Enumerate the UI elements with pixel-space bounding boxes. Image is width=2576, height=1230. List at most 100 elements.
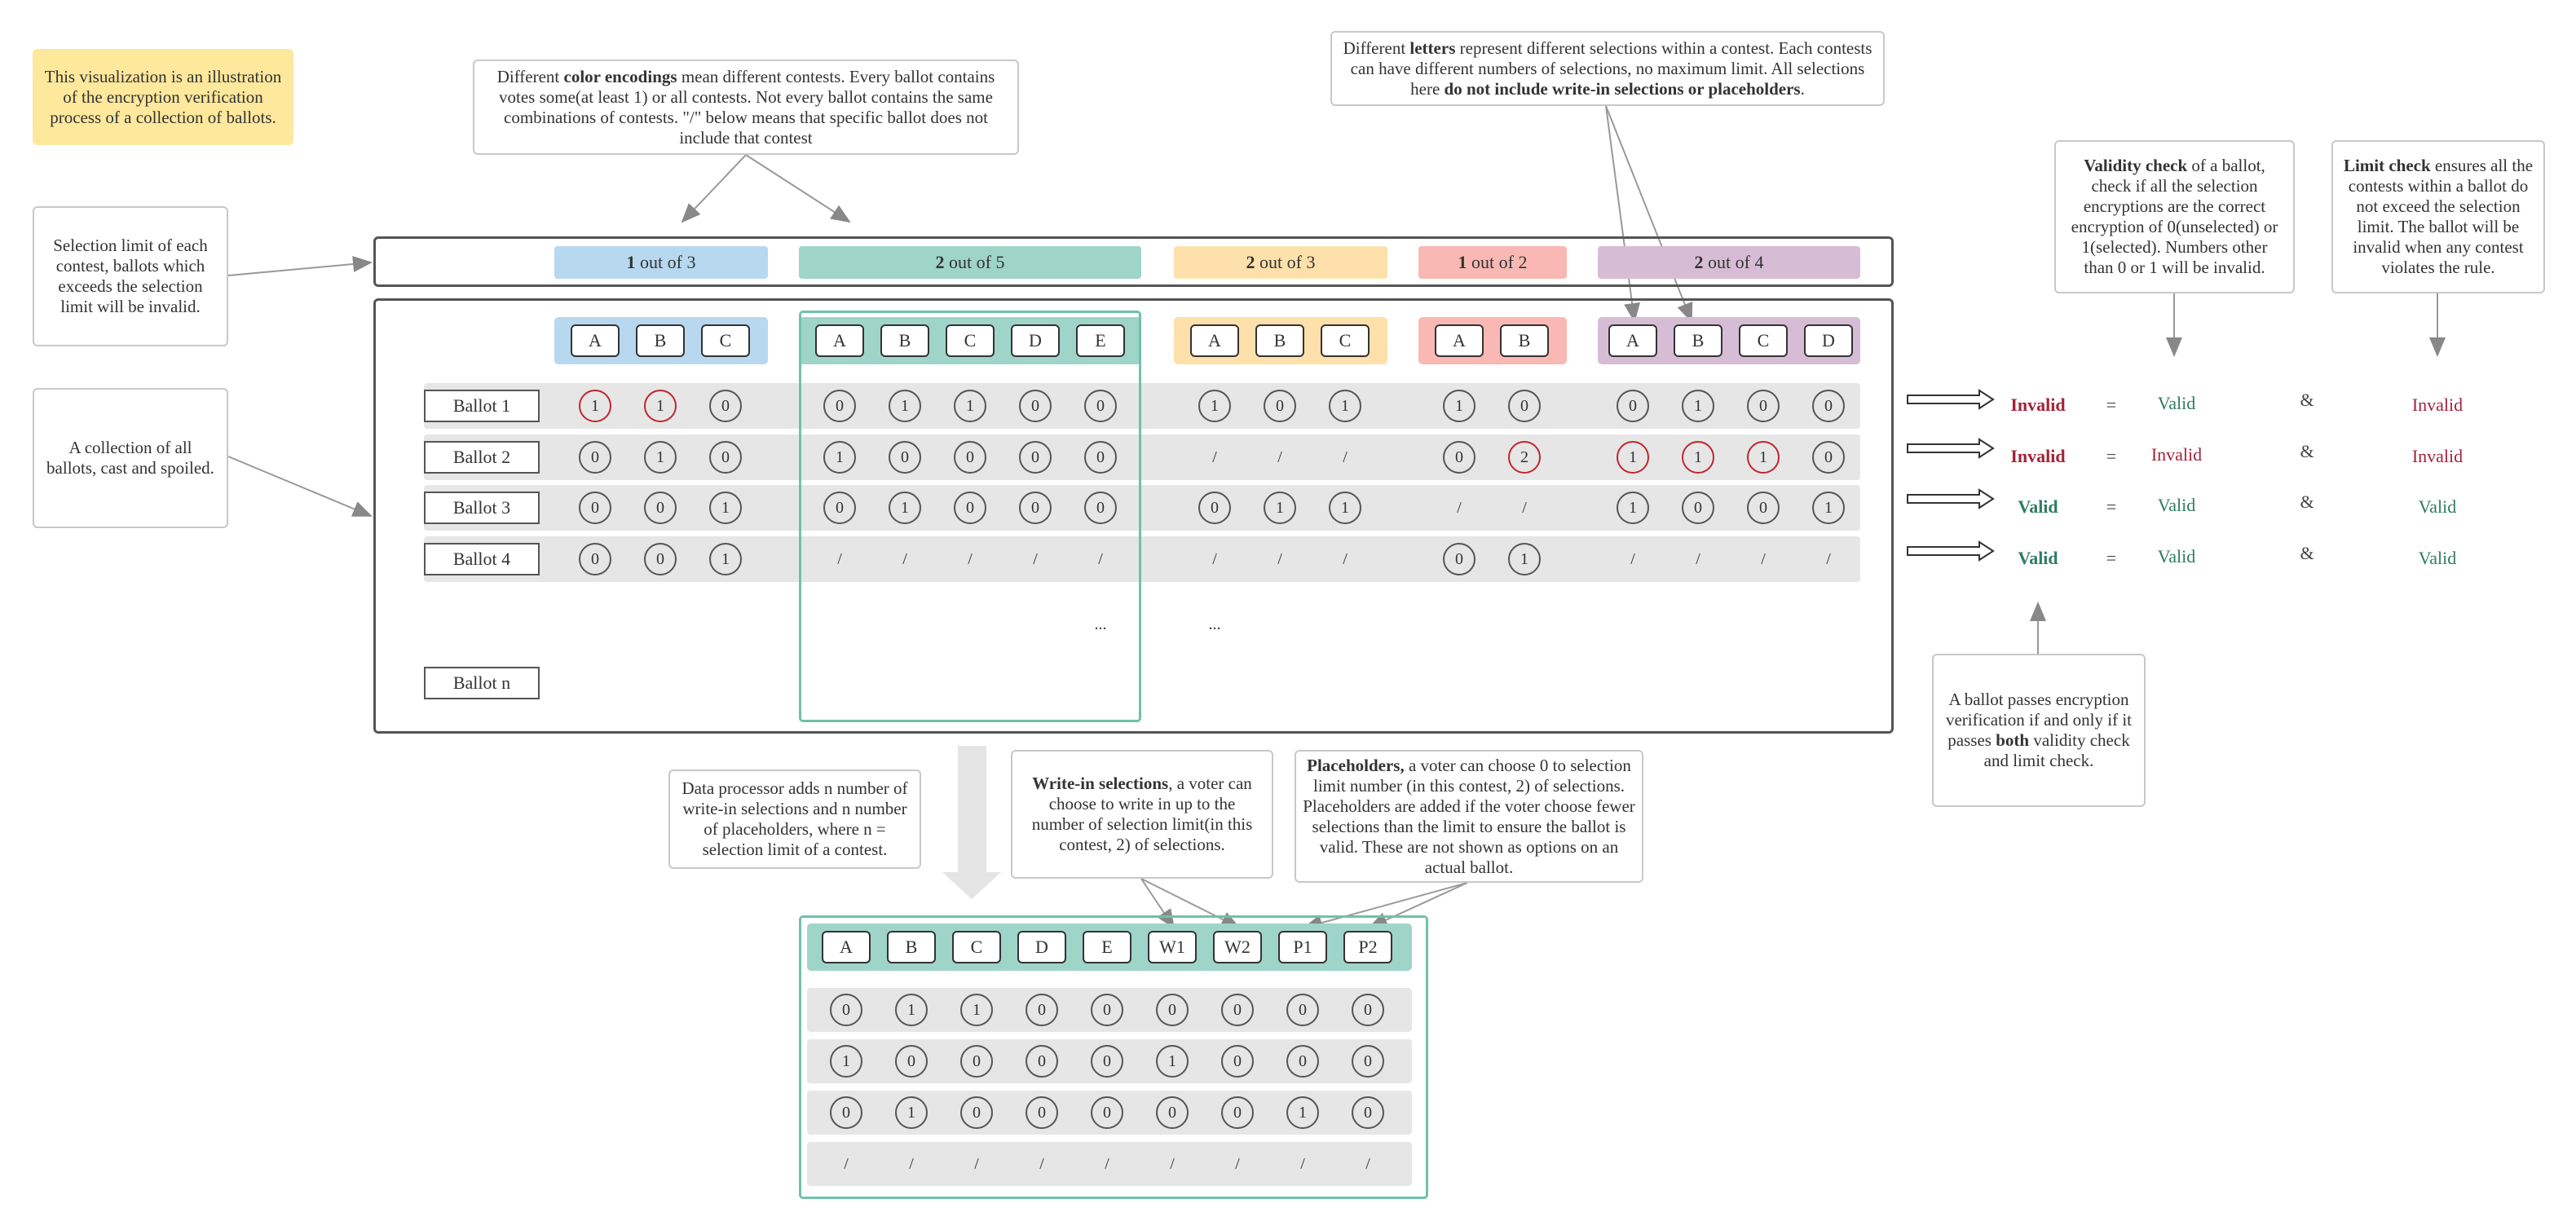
encryption-value: 0 xyxy=(644,492,677,524)
highlight-contest-2 xyxy=(799,311,1141,722)
overall-result: Invalid xyxy=(2010,446,2066,466)
limit-bar-contest-4: 1 out of 2 xyxy=(1418,246,1567,279)
invalid-encryption-value: 2 xyxy=(1508,441,1541,474)
limit-number: 1 xyxy=(626,252,636,272)
selection-letter: B xyxy=(1500,324,1549,357)
selection-letter: C xyxy=(701,324,750,357)
result-arrow xyxy=(1907,540,1995,562)
encryption-value: 0 xyxy=(1443,441,1475,474)
limit-bar-contest-5: 2 out of 4 xyxy=(1598,246,1860,279)
placeholder-rest: a voter can choose 0 to selection limit … xyxy=(1303,755,1635,877)
encryption-value: 0 xyxy=(1026,1096,1058,1129)
processor-note: Data processor adds n number of write-in… xyxy=(668,769,921,869)
encryption-value: 0 xyxy=(1026,1045,1058,1078)
absent-contest-mark: / xyxy=(974,1154,979,1173)
limit-number: 2 xyxy=(935,252,945,272)
encryption-value: 1 xyxy=(1508,543,1541,575)
encryption-value: 0 xyxy=(1019,441,1052,474)
selection-limit-text: Selection limit of each contest, ballots… xyxy=(53,236,208,316)
encryption-value: 0 xyxy=(1221,1096,1254,1129)
encryption-value: 1 xyxy=(1329,390,1361,422)
and-sign: & xyxy=(2300,492,2314,512)
validity-result: Invalid xyxy=(2150,444,2203,465)
encryption-value: 0 xyxy=(823,492,856,524)
invalid-encryption-value: 1 xyxy=(644,390,677,422)
validity-bold: Validity check xyxy=(2084,156,2188,175)
writein-text: Write-in selections, a voter can choose … xyxy=(1022,774,1262,855)
encryption-value: 1 xyxy=(830,1045,862,1078)
arrow-writein-2 xyxy=(1140,878,1241,928)
selection-letter: A xyxy=(1435,324,1484,357)
encryption-value: 0 xyxy=(1508,390,1541,422)
encryption-value: 1 xyxy=(644,441,677,474)
encryption-value: 1 xyxy=(709,543,742,575)
validity-result: Valid xyxy=(2157,393,2196,413)
equals-sign: = xyxy=(2106,446,2117,466)
encryption-value: 1 xyxy=(895,1096,928,1129)
selection-letter: D xyxy=(1011,324,1060,357)
limit-text: out of 5 xyxy=(944,252,1005,272)
limit-result: Invalid xyxy=(2411,446,2464,466)
absent-contest-mark: / xyxy=(968,549,973,568)
passes-post: validity check and limit check. xyxy=(1983,730,2130,770)
letters-note: Different letters represent different se… xyxy=(1330,31,1885,106)
result-arrow xyxy=(1907,389,1995,410)
absent-contest-mark: / xyxy=(909,1154,914,1173)
encryption-value: 0 xyxy=(1264,390,1296,422)
arrow-color-2 xyxy=(745,154,851,223)
intro-text: This visualization is an illustration of… xyxy=(44,66,282,127)
collection-text: A collection of all ballots, cast and sp… xyxy=(46,438,214,478)
limit-text: out of 3 xyxy=(635,252,696,272)
encryption-value: 1 xyxy=(1617,492,1649,524)
encryption-value: 0 xyxy=(1084,441,1117,474)
encryption-value: 0 xyxy=(1221,1045,1254,1078)
limit-text: out of 4 xyxy=(1703,252,1764,272)
encryption-value: 0 xyxy=(709,390,742,422)
equals-sign: = xyxy=(2106,395,2117,415)
limit-text: out of 2 xyxy=(1467,252,1528,272)
encryption-value: 1 xyxy=(1682,390,1714,422)
absent-contest-mark: / xyxy=(1098,549,1103,568)
limit-number: 2 xyxy=(1246,252,1255,272)
absent-contest-mark: / xyxy=(1033,549,1038,568)
ballot-label: Ballot 1 xyxy=(424,390,540,422)
expanded-selection-letter: A xyxy=(822,931,871,963)
encryption-value: 1 xyxy=(1329,492,1361,524)
absent-contest-mark: / xyxy=(1235,1154,1240,1173)
passes-pre: A ballot passes encryption verification … xyxy=(1945,690,2133,750)
encryption-value: 0 xyxy=(579,441,611,474)
absent-contest-mark: / xyxy=(1039,1154,1044,1173)
color-encoding-note: Different color encodings mean different… xyxy=(473,60,1019,155)
ballot-collection-panel xyxy=(373,298,1894,734)
passes-note: A ballot passes encryption verification … xyxy=(1932,654,2146,807)
encryption-value: 0 xyxy=(1084,390,1117,422)
encryption-value: 0 xyxy=(1747,390,1780,422)
overall-result: Invalid xyxy=(2010,395,2066,415)
expanded-selection-letter: W2 xyxy=(1213,931,1262,963)
big-down-arrow xyxy=(942,746,1001,899)
encryption-value: 0 xyxy=(1156,1096,1189,1129)
placeholder-bold: Placeholders, xyxy=(1307,755,1405,775)
absent-contest-mark: / xyxy=(1170,1154,1175,1173)
letters-text: Different letters represent different se… xyxy=(1340,38,1875,99)
and-sign: & xyxy=(2300,543,2314,563)
absent-contest-mark: / xyxy=(1212,549,1217,568)
absent-contest-mark: / xyxy=(1457,498,1462,517)
absent-contest-mark: / xyxy=(1277,447,1282,466)
ellipsis: ... xyxy=(1208,615,1221,633)
encryption-value: 0 xyxy=(1019,492,1052,524)
encryption-value: 0 xyxy=(1352,1096,1384,1129)
encryption-value: 0 xyxy=(1156,994,1189,1026)
passes-bold: both xyxy=(1996,730,2030,750)
encryption-value: 0 xyxy=(1286,994,1319,1026)
limit-result: Valid xyxy=(2418,496,2457,517)
absent-contest-mark: / xyxy=(844,1154,849,1173)
encryption-value: 0 xyxy=(830,1096,862,1129)
arrow-color-1 xyxy=(681,154,747,223)
encryption-value: 0 xyxy=(1221,994,1254,1026)
limit-result: Valid xyxy=(2418,548,2457,568)
encryption-value: 0 xyxy=(1286,1045,1319,1078)
validity-rest: of a ballot, check if all the selection … xyxy=(2071,156,2278,277)
limit-check-note: Limit check ensures all the contests wit… xyxy=(2331,140,2545,293)
